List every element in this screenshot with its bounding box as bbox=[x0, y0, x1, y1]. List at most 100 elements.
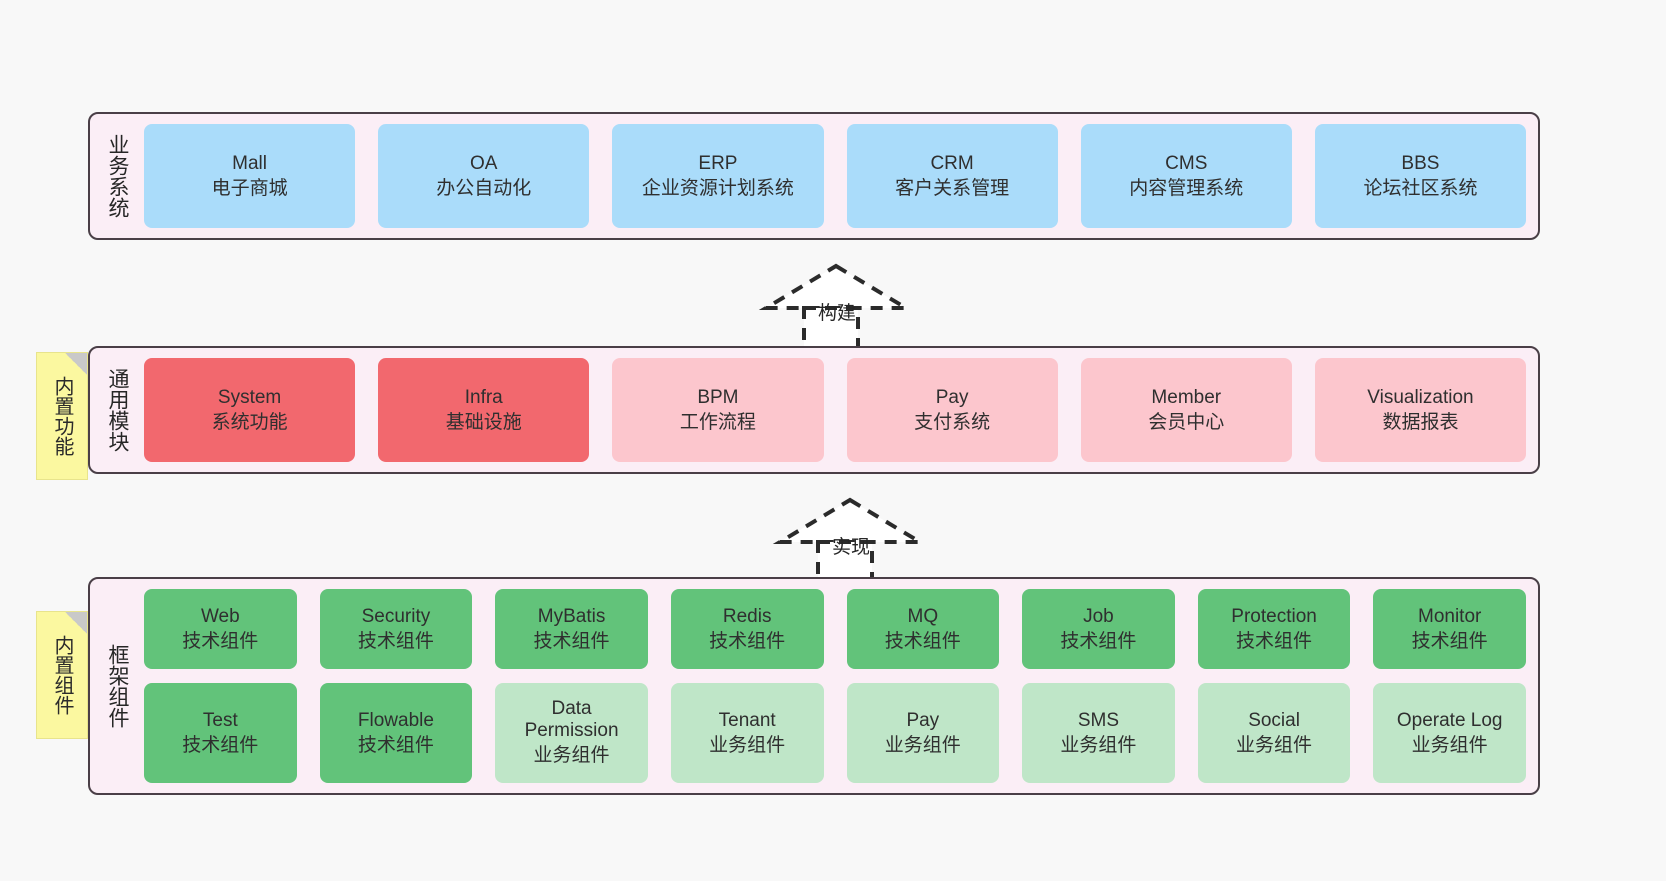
layer-business-system: 业务系统 Mall 电子商城 OA 办公自动化 ERP 企业资源计划系统 CRM… bbox=[88, 112, 1540, 240]
card-subtitle: 技术组件 bbox=[357, 734, 434, 756]
card-subtitle: 工作流程 bbox=[679, 412, 756, 433]
layer-common-module: 通用模块 System 系统功能 Infra 基础设施 BPM 工作流程 Pay… bbox=[88, 346, 1540, 474]
card-subtitle: 企业资源计划系统 bbox=[641, 178, 794, 199]
card-redis[interactable]: Redis 技术组件 bbox=[670, 589, 824, 669]
card-title: Tenant bbox=[718, 709, 776, 731]
card-title: Operate Log bbox=[1396, 709, 1503, 731]
card-visualization[interactable]: Visualization 数据报表 bbox=[1314, 358, 1527, 462]
card-title: BBS bbox=[1401, 152, 1440, 174]
card-flowable[interactable]: Flowable 技术组件 bbox=[319, 682, 473, 784]
card-sms[interactable]: SMS 业务组件 bbox=[1022, 682, 1175, 784]
card-subtitle: 技术组件 bbox=[357, 630, 434, 652]
sticky-note-label: 内置组件 bbox=[51, 635, 73, 715]
card-subtitle: 电子商城 bbox=[211, 178, 288, 199]
card-pay-component[interactable]: Pay 业务组件 bbox=[846, 682, 1000, 784]
card-title: Pay bbox=[906, 709, 940, 731]
arrow-build: 构建 bbox=[756, 258, 956, 356]
sticky-note-builtin-component: 内置组件 bbox=[36, 611, 88, 739]
arrow-implement-label: 实现 bbox=[832, 537, 871, 558]
card-title: Security bbox=[361, 605, 431, 627]
card-tenant[interactable]: Tenant 业务组件 bbox=[670, 682, 824, 784]
card-operate-log[interactable]: Operate Log 业务组件 bbox=[1373, 682, 1526, 784]
card-cms[interactable]: CMS 内容管理系统 bbox=[1080, 124, 1292, 228]
card-mq[interactable]: MQ 技术组件 bbox=[846, 589, 1000, 669]
card-system[interactable]: System 系统功能 bbox=[144, 358, 356, 462]
card-title: Mall bbox=[232, 152, 267, 174]
layer-title-common-module: 通用模块 bbox=[105, 368, 129, 452]
card-subtitle: 数据报表 bbox=[1382, 412, 1459, 433]
card-web[interactable]: Web 技术组件 bbox=[144, 589, 297, 669]
sticky-note-builtin-function: 内置功能 bbox=[36, 352, 88, 480]
card-bpm[interactable]: BPM 工作流程 bbox=[612, 358, 824, 462]
card-subtitle: 办公自动化 bbox=[436, 178, 532, 199]
card-title: Infra bbox=[464, 386, 503, 408]
layer-body-business-system: Mall 电子商城 OA 办公自动化 ERP 企业资源计划系统 CRM 客户关系… bbox=[144, 124, 1527, 228]
card-title: Web bbox=[200, 605, 240, 627]
card-subtitle: 业务组件 bbox=[709, 734, 786, 756]
layer-body-common-module: System 系统功能 Infra 基础设施 BPM 工作流程 Pay 支付系统… bbox=[144, 358, 1527, 462]
arrow-implement: 实现 bbox=[770, 492, 970, 590]
card-title: BPM bbox=[697, 386, 739, 408]
card-oa[interactable]: OA 办公自动化 bbox=[378, 124, 590, 228]
card-bbs[interactable]: BBS 论坛社区系统 bbox=[1314, 124, 1527, 228]
card-title: SMS bbox=[1077, 709, 1120, 731]
card-title: Data Permission bbox=[524, 697, 619, 742]
card-subtitle: 业务组件 bbox=[1060, 734, 1137, 756]
arrow-build-label: 构建 bbox=[818, 303, 857, 324]
layer-framework-component: 框架组件 Web 技术组件 Security 技术组件 MyBatis 技术组件… bbox=[88, 577, 1540, 795]
card-subtitle: 系统功能 bbox=[211, 412, 288, 433]
card-title: ERP bbox=[698, 152, 738, 174]
card-subtitle: 内容管理系统 bbox=[1129, 178, 1244, 199]
card-title: System bbox=[217, 386, 282, 408]
card-subtitle: 业务组件 bbox=[533, 745, 610, 767]
card-title: CMS bbox=[1165, 152, 1208, 174]
card-title: Pay bbox=[935, 386, 969, 408]
card-subtitle: 业务组件 bbox=[884, 734, 961, 756]
card-subtitle: 业务组件 bbox=[1411, 734, 1488, 756]
card-title: Protection bbox=[1231, 605, 1317, 627]
layer-title-framework-component: 框架组件 bbox=[105, 644, 129, 728]
card-mybatis[interactable]: MyBatis 技术组件 bbox=[495, 589, 648, 669]
sticky-fold-corner bbox=[65, 353, 87, 375]
card-subtitle: 技术组件 bbox=[1236, 630, 1313, 652]
card-subtitle: 技术组件 bbox=[182, 734, 259, 756]
card-infra[interactable]: Infra 基础设施 bbox=[378, 358, 590, 462]
card-subtitle: 技术组件 bbox=[884, 630, 961, 652]
common-module-row: System 系统功能 Infra 基础设施 BPM 工作流程 Pay 支付系统… bbox=[144, 358, 1527, 462]
card-title: Social bbox=[1248, 709, 1300, 731]
layer-title-business-system: 业务系统 bbox=[105, 134, 129, 218]
card-mall[interactable]: Mall 电子商城 bbox=[144, 124, 356, 228]
card-job[interactable]: Job 技术组件 bbox=[1022, 589, 1175, 669]
card-subtitle: 基础设施 bbox=[445, 412, 522, 433]
card-protection[interactable]: Protection 技术组件 bbox=[1197, 589, 1351, 669]
card-member[interactable]: Member 会员中心 bbox=[1080, 358, 1292, 462]
card-subtitle: 业务组件 bbox=[1236, 734, 1313, 756]
business-system-row: Mall 电子商城 OA 办公自动化 ERP 企业资源计划系统 CRM 客户关系… bbox=[144, 124, 1527, 228]
card-title: Visualization bbox=[1367, 386, 1474, 408]
card-social[interactable]: Social 业务组件 bbox=[1197, 682, 1351, 784]
card-title: Test bbox=[202, 709, 238, 731]
card-subtitle: 技术组件 bbox=[1411, 630, 1488, 652]
card-subtitle: 支付系统 bbox=[914, 412, 991, 433]
sticky-fold-corner bbox=[65, 612, 87, 634]
card-subtitle: 技术组件 bbox=[1060, 630, 1137, 652]
card-monitor[interactable]: Monitor 技术组件 bbox=[1373, 589, 1526, 669]
card-test[interactable]: Test 技术组件 bbox=[144, 682, 297, 784]
card-title: CRM bbox=[930, 152, 974, 174]
card-subtitle: 客户关系管理 bbox=[895, 178, 1010, 199]
card-crm[interactable]: CRM 客户关系管理 bbox=[846, 124, 1058, 228]
card-erp[interactable]: ERP 企业资源计划系统 bbox=[612, 124, 824, 228]
framework-tech-row: Web 技术组件 Security 技术组件 MyBatis 技术组件 Redi… bbox=[144, 589, 1526, 669]
card-security[interactable]: Security 技术组件 bbox=[319, 589, 473, 669]
layer-body-framework-component: Web 技术组件 Security 技术组件 MyBatis 技术组件 Redi… bbox=[144, 589, 1526, 784]
card-title: Flowable bbox=[357, 709, 434, 731]
card-title: Monitor bbox=[1418, 605, 1482, 627]
card-pay[interactable]: Pay 支付系统 bbox=[846, 358, 1058, 462]
card-subtitle: 技术组件 bbox=[709, 630, 786, 652]
card-subtitle: 论坛社区系统 bbox=[1363, 178, 1478, 199]
framework-biz-row: Test 技术组件 Flowable 技术组件 Data Permission … bbox=[144, 682, 1526, 784]
card-title: MyBatis bbox=[537, 605, 606, 627]
card-data-permission[interactable]: Data Permission 业务组件 bbox=[495, 682, 648, 784]
card-title: Member bbox=[1151, 386, 1222, 408]
